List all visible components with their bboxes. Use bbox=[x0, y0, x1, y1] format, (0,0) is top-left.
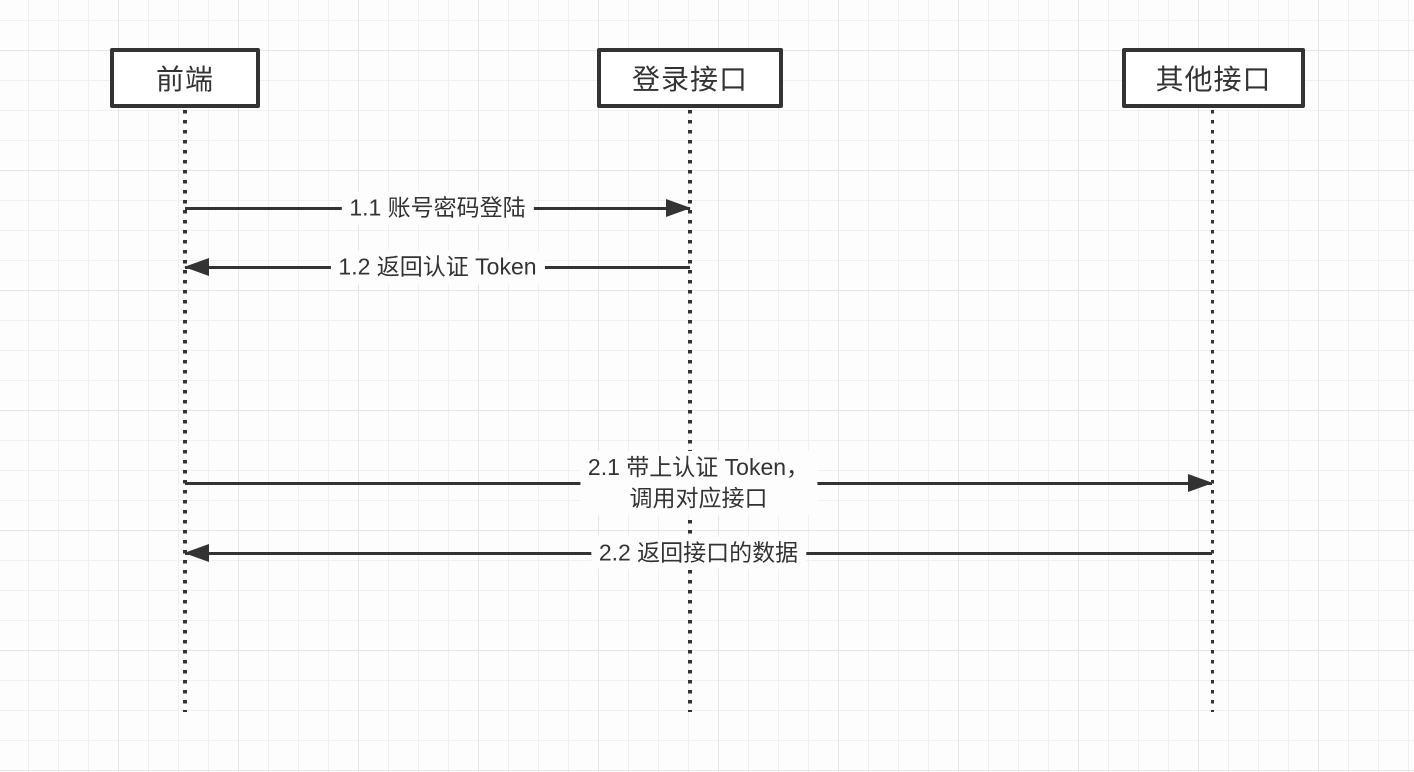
arrowhead-left-icon bbox=[184, 544, 209, 562]
arrowhead-right-icon bbox=[1188, 474, 1213, 492]
actor-label-login-api: 登录接口 bbox=[631, 64, 748, 95]
arrowhead-left-icon bbox=[184, 258, 209, 276]
lifeline-other-api bbox=[1210, 110, 1214, 712]
arrowhead-right-icon bbox=[666, 199, 691, 217]
message-label: 2.1 带上认证 Token， 调用对应接口 bbox=[579, 451, 818, 515]
actor-box-login-api: 登录接口 bbox=[597, 48, 783, 108]
lifeline-login-api bbox=[688, 110, 692, 712]
message-label: 1.1 账号密码登陆 bbox=[341, 191, 534, 225]
message-label: 1.2 返回认证 Token bbox=[330, 250, 545, 284]
actor-box-other-api: 其他接口 bbox=[1122, 48, 1305, 108]
actor-label-frontend: 前端 bbox=[155, 64, 214, 95]
lifeline-frontend bbox=[183, 110, 187, 712]
message-label: 2.2 返回接口的数据 bbox=[590, 536, 807, 570]
actor-box-frontend: 前端 bbox=[110, 48, 260, 108]
actor-label-other-api: 其他接口 bbox=[1155, 64, 1272, 95]
